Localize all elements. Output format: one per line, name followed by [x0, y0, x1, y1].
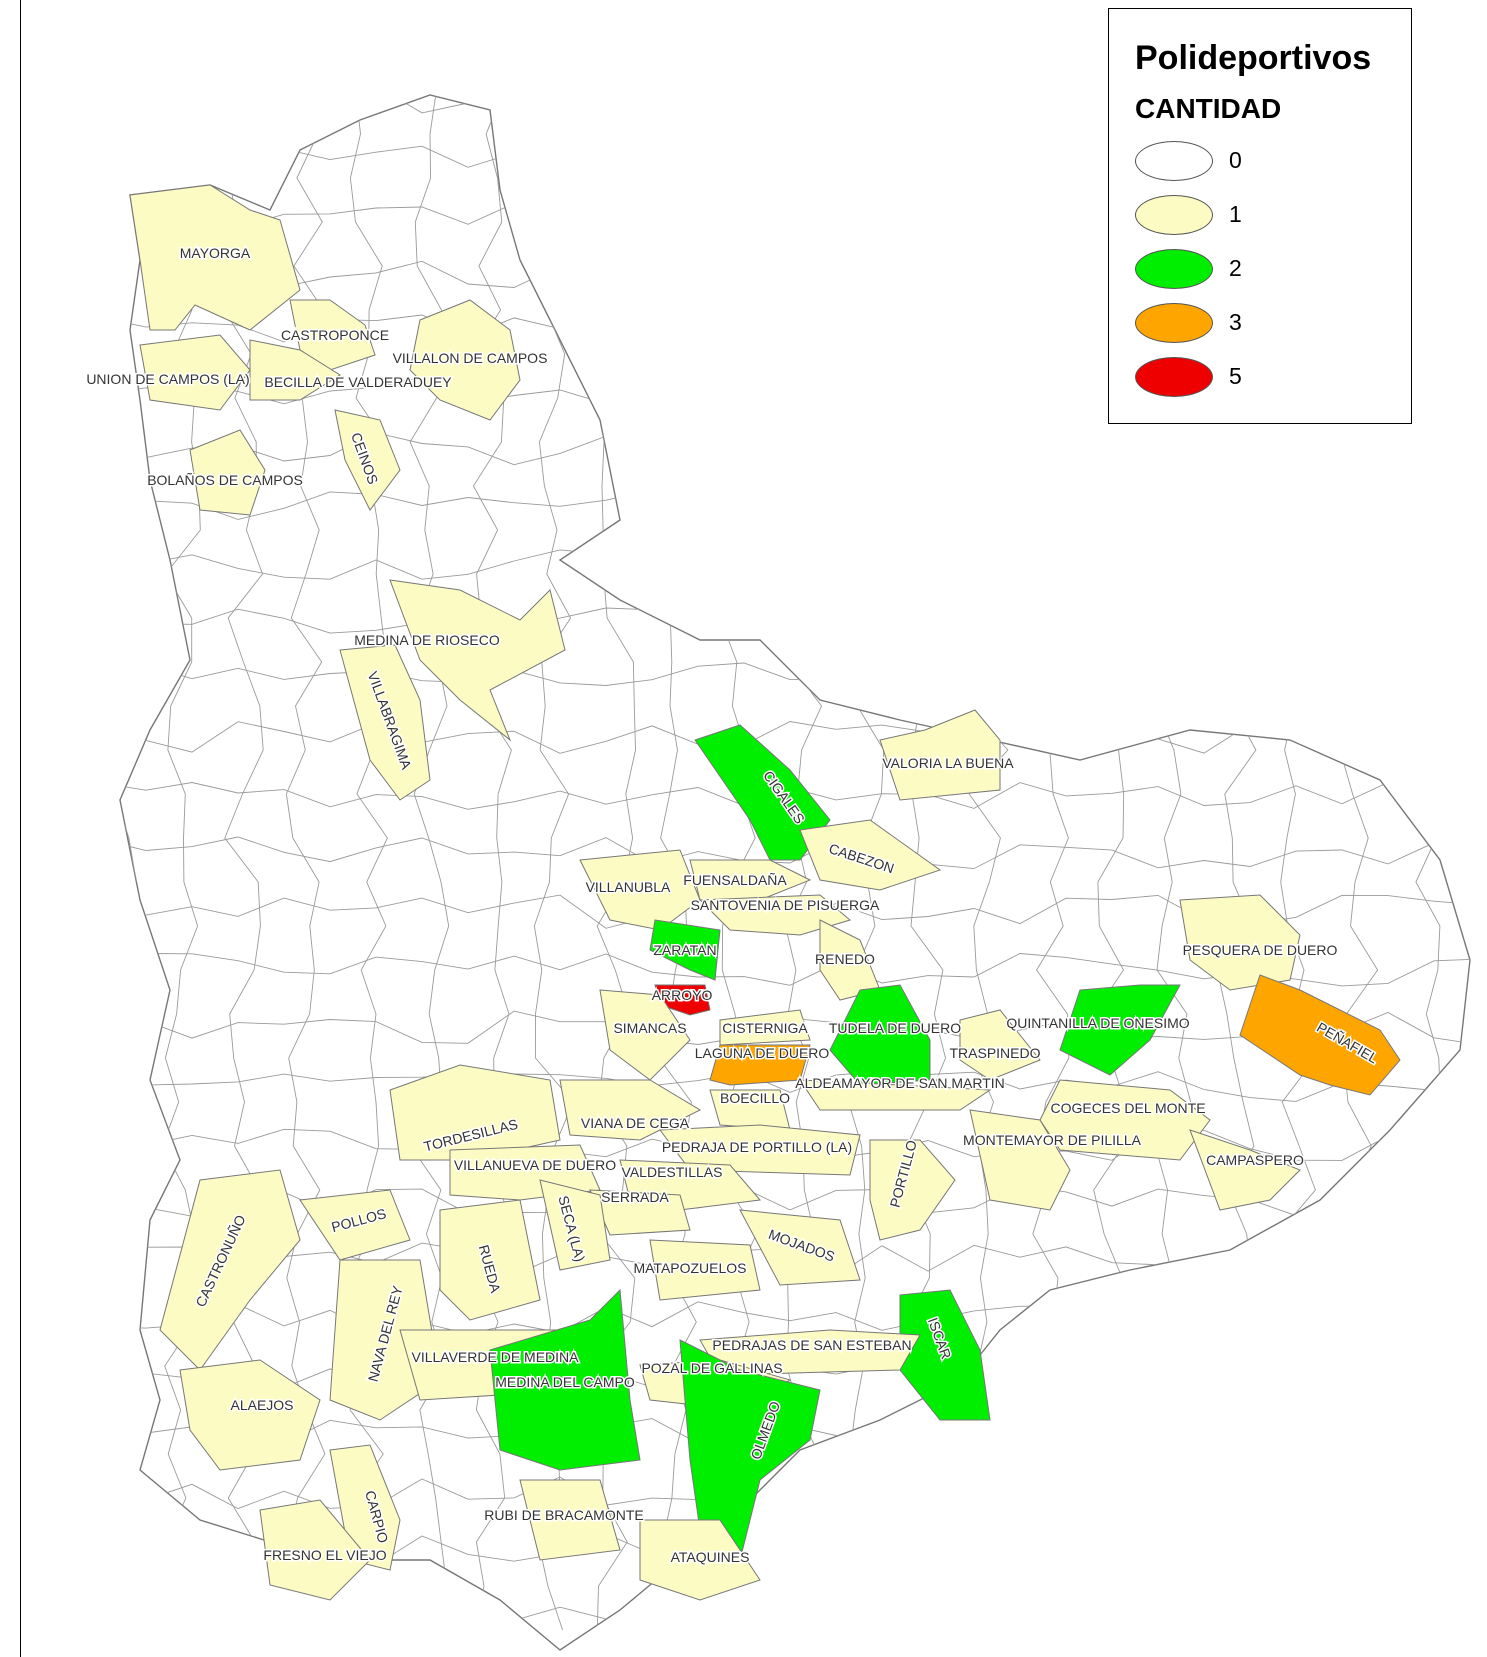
- municipality-label: BOECILLO: [720, 1090, 790, 1106]
- municipality-laguna-de-duero: [709, 1044, 811, 1086]
- municipality-aldeamayor-de-san-martin: [799, 1079, 992, 1111]
- municipality-label: RENEDO: [815, 951, 875, 967]
- municipality-label: VILLALON DE CAMPOS: [393, 350, 548, 366]
- legend-swatch-1: [1135, 195, 1213, 235]
- municipality-label: MATAPOZUELOS: [633, 1260, 746, 1276]
- municipality-label: BECILLA DE VALDERADUEY: [264, 374, 452, 390]
- municipality-label: FRESNO EL VIEJO: [263, 1547, 386, 1563]
- municipality-mayorga: [129, 184, 301, 331]
- municipality-matapozuelos: [649, 1239, 761, 1301]
- municipality-quintanilla-de-onesimo: [1059, 984, 1181, 1076]
- municipality-medina-de-rioseco: [389, 579, 566, 742]
- municipality-becilla-de-valderaduey: [249, 339, 341, 401]
- municipality-regions: [129, 184, 1401, 1601]
- municipality-fresno-el-viejo: [259, 1499, 371, 1601]
- municipality-label: TRASPINEDO: [949, 1045, 1040, 1061]
- municipality-label: CISTERNIGA: [722, 1020, 808, 1036]
- legend-swatch-2: [1135, 249, 1213, 289]
- municipality-label: RUBI DE BRACAMONTE: [484, 1507, 643, 1523]
- municipality-villabragima: [339, 644, 431, 801]
- municipality-castronu-o: [159, 1169, 301, 1371]
- municipality-medina-del-campo: [489, 1288, 641, 1471]
- municipality-campaspero: [1189, 1129, 1301, 1211]
- municipality-cabezon: [799, 819, 942, 891]
- municipality-label: MAYORGA: [180, 245, 251, 261]
- municipality-rueda: [439, 1199, 541, 1321]
- municipality-nava-del-rey: [329, 1259, 441, 1421]
- legend-swatch-0: [1135, 141, 1213, 181]
- legend-label-2: 2: [1229, 255, 1242, 281]
- municipality-label: ALAEJOS: [230, 1397, 293, 1413]
- municipality-label: SIMANCAS: [613, 1020, 686, 1036]
- municipality-label: MONTEMAYOR DE PILILLA: [963, 1132, 1142, 1148]
- legend-label-3: 3: [1229, 309, 1242, 335]
- legend-label-4: 5: [1229, 363, 1242, 389]
- municipality-pe-afiel: [1239, 974, 1401, 1096]
- municipality-fuensalda-a: [689, 859, 812, 901]
- municipality-valoria-la-buena: [879, 709, 1001, 801]
- municipality-villalon-de-campos: [409, 299, 521, 421]
- legend-swatch-4: [1135, 357, 1213, 397]
- municipality-label: VILLANUEVA DE DUERO: [454, 1157, 616, 1173]
- legend-title: Polideportivos: [1135, 39, 1372, 77]
- municipality-cisterniga: [719, 1009, 811, 1046]
- municipality-union-de-campos-la: [139, 334, 251, 411]
- municipality-label: POZAL DE GALLINAS: [641, 1360, 782, 1376]
- municipality-label: VILLAVERDE DE MEDINA: [411, 1349, 579, 1365]
- municipality-label: VIANA DE CEGA: [581, 1115, 690, 1131]
- map-frame-line: [20, 0, 21, 1657]
- municipality-label: QUINTANILLA DE ONESIMO: [1006, 1015, 1189, 1031]
- municipality-tudela-de-duero: [829, 984, 931, 1086]
- municipality-alaejos: [179, 1359, 321, 1471]
- municipality-label: VALORIA LA BUENA: [882, 755, 1014, 771]
- municipality-label: PEDRAJA DE PORTILLO (LA): [662, 1139, 852, 1155]
- municipality-pollos: [299, 1189, 411, 1261]
- municipality-label: ARROYO: [652, 987, 713, 1003]
- municipality-label: BOLAÑOS DE CAMPOS: [147, 472, 303, 488]
- municipality-label: VALDESTILLAS: [622, 1164, 723, 1180]
- municipality-label: PESQUERA DE DUERO: [1183, 942, 1338, 958]
- municipality-traspinedo: [959, 1009, 1041, 1081]
- municipality-label: VILLANUBLA: [586, 879, 671, 895]
- municipality-rubi-de-bracamonte: [519, 1479, 621, 1561]
- municipality-label: TUDELA DE DUERO: [829, 1020, 961, 1036]
- municipality-pesquera-de-duero: [1179, 894, 1301, 991]
- municipality-montemayor-de-pililla: [969, 1109, 1071, 1211]
- municipality-simancas: [599, 989, 691, 1081]
- municipality-zaratan: [649, 919, 721, 981]
- municipality-tordesillas: [389, 1064, 561, 1161]
- municipality-bola-os-de-campos: [189, 429, 266, 516]
- municipality-label: SERRADA: [601, 1189, 669, 1205]
- municipality-label: CAMPASPERO: [1206, 1152, 1304, 1168]
- legend-subtitle: CANTIDAD: [1135, 93, 1282, 124]
- legend-label-1: 1: [1229, 201, 1242, 227]
- municipality-label: FUENSALDAÑA: [683, 872, 787, 888]
- municipality-olmedo: [679, 1339, 821, 1561]
- municipality-portillo: [869, 1139, 956, 1241]
- municipality-villanubla: [579, 849, 701, 931]
- municipality-label: CASTROPONCE: [281, 327, 389, 343]
- legend-label-0: 0: [1229, 147, 1242, 173]
- municipality-label: SANTOVENIA DE PISUERGA: [691, 897, 880, 913]
- municipality-label: ZARATAN: [653, 942, 716, 958]
- municipality-label: LAGUNA DE DUERO: [695, 1045, 830, 1061]
- municipality-mojados: [739, 1209, 861, 1286]
- municipality-label: MEDINA DE RIOSECO: [354, 632, 500, 648]
- municipality-ceinos: [334, 409, 401, 511]
- legend: Polideportivos CANTIDAD 0 1 2 3 5: [1108, 8, 1412, 424]
- legend-swatch-3: [1135, 303, 1213, 343]
- municipality-seca-la: [539, 1179, 611, 1271]
- municipality-label: ALDEAMAYOR DE SAN MARTIN: [795, 1075, 1005, 1091]
- municipality-label: UNION DE CAMPOS (LA): [86, 371, 249, 387]
- municipality-label: COGECES DEL MONTE: [1050, 1100, 1205, 1116]
- municipality-label: MEDINA DEL CAMPO: [495, 1374, 635, 1390]
- municipality-ataquines: [639, 1519, 761, 1601]
- municipality-viana-de-cega: [559, 1079, 702, 1141]
- municipality-label: PEDRAJAS DE SAN ESTEBAN: [712, 1337, 911, 1353]
- municipality-label: ATAQUINES: [671, 1549, 750, 1565]
